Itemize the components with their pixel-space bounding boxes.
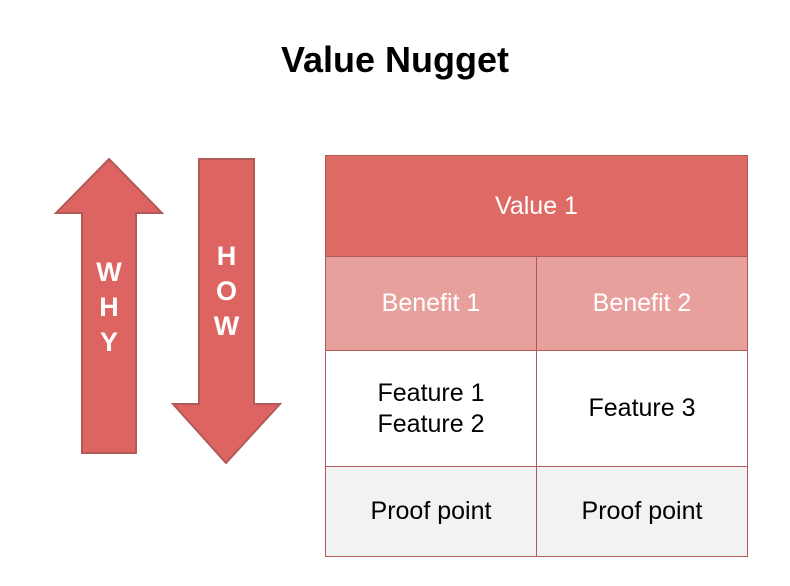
cell-feature-line-1: Feature 1 [377, 378, 485, 407]
value-nugget-table: Value 1 Benefit 1 Benefit 2 Feature 1 Fe… [325, 155, 748, 557]
cell-proof-point-2[interactable]: Proof point [536, 466, 748, 557]
cell-feature-line-2: Feature 2 [377, 409, 485, 438]
page-title: Value Nugget [280, 39, 510, 80]
cell-feature-3[interactable]: Feature 3 [536, 350, 748, 467]
cell-proof-point-1[interactable]: Proof point [325, 466, 537, 557]
table-row-benefit: Benefit 1 Benefit 2 [325, 256, 748, 351]
how-arrow[interactable]: H O W [171, 157, 282, 465]
table-row-value: Value 1 [325, 155, 748, 257]
cell-benefit-1[interactable]: Benefit 1 [325, 256, 537, 351]
arrow-down-icon [171, 158, 282, 465]
cell-value-1[interactable]: Value 1 [325, 155, 748, 257]
why-arrow[interactable]: W H Y [54, 157, 164, 455]
arrow-up-icon [54, 157, 164, 454]
cell-benefit-2[interactable]: Benefit 2 [536, 256, 748, 351]
cell-feature-1-2[interactable]: Feature 1 Feature 2 [325, 350, 537, 467]
table-row-proof: Proof point Proof point [325, 466, 748, 557]
table-row-feature: Feature 1 Feature 2 Feature 3 [325, 350, 748, 467]
